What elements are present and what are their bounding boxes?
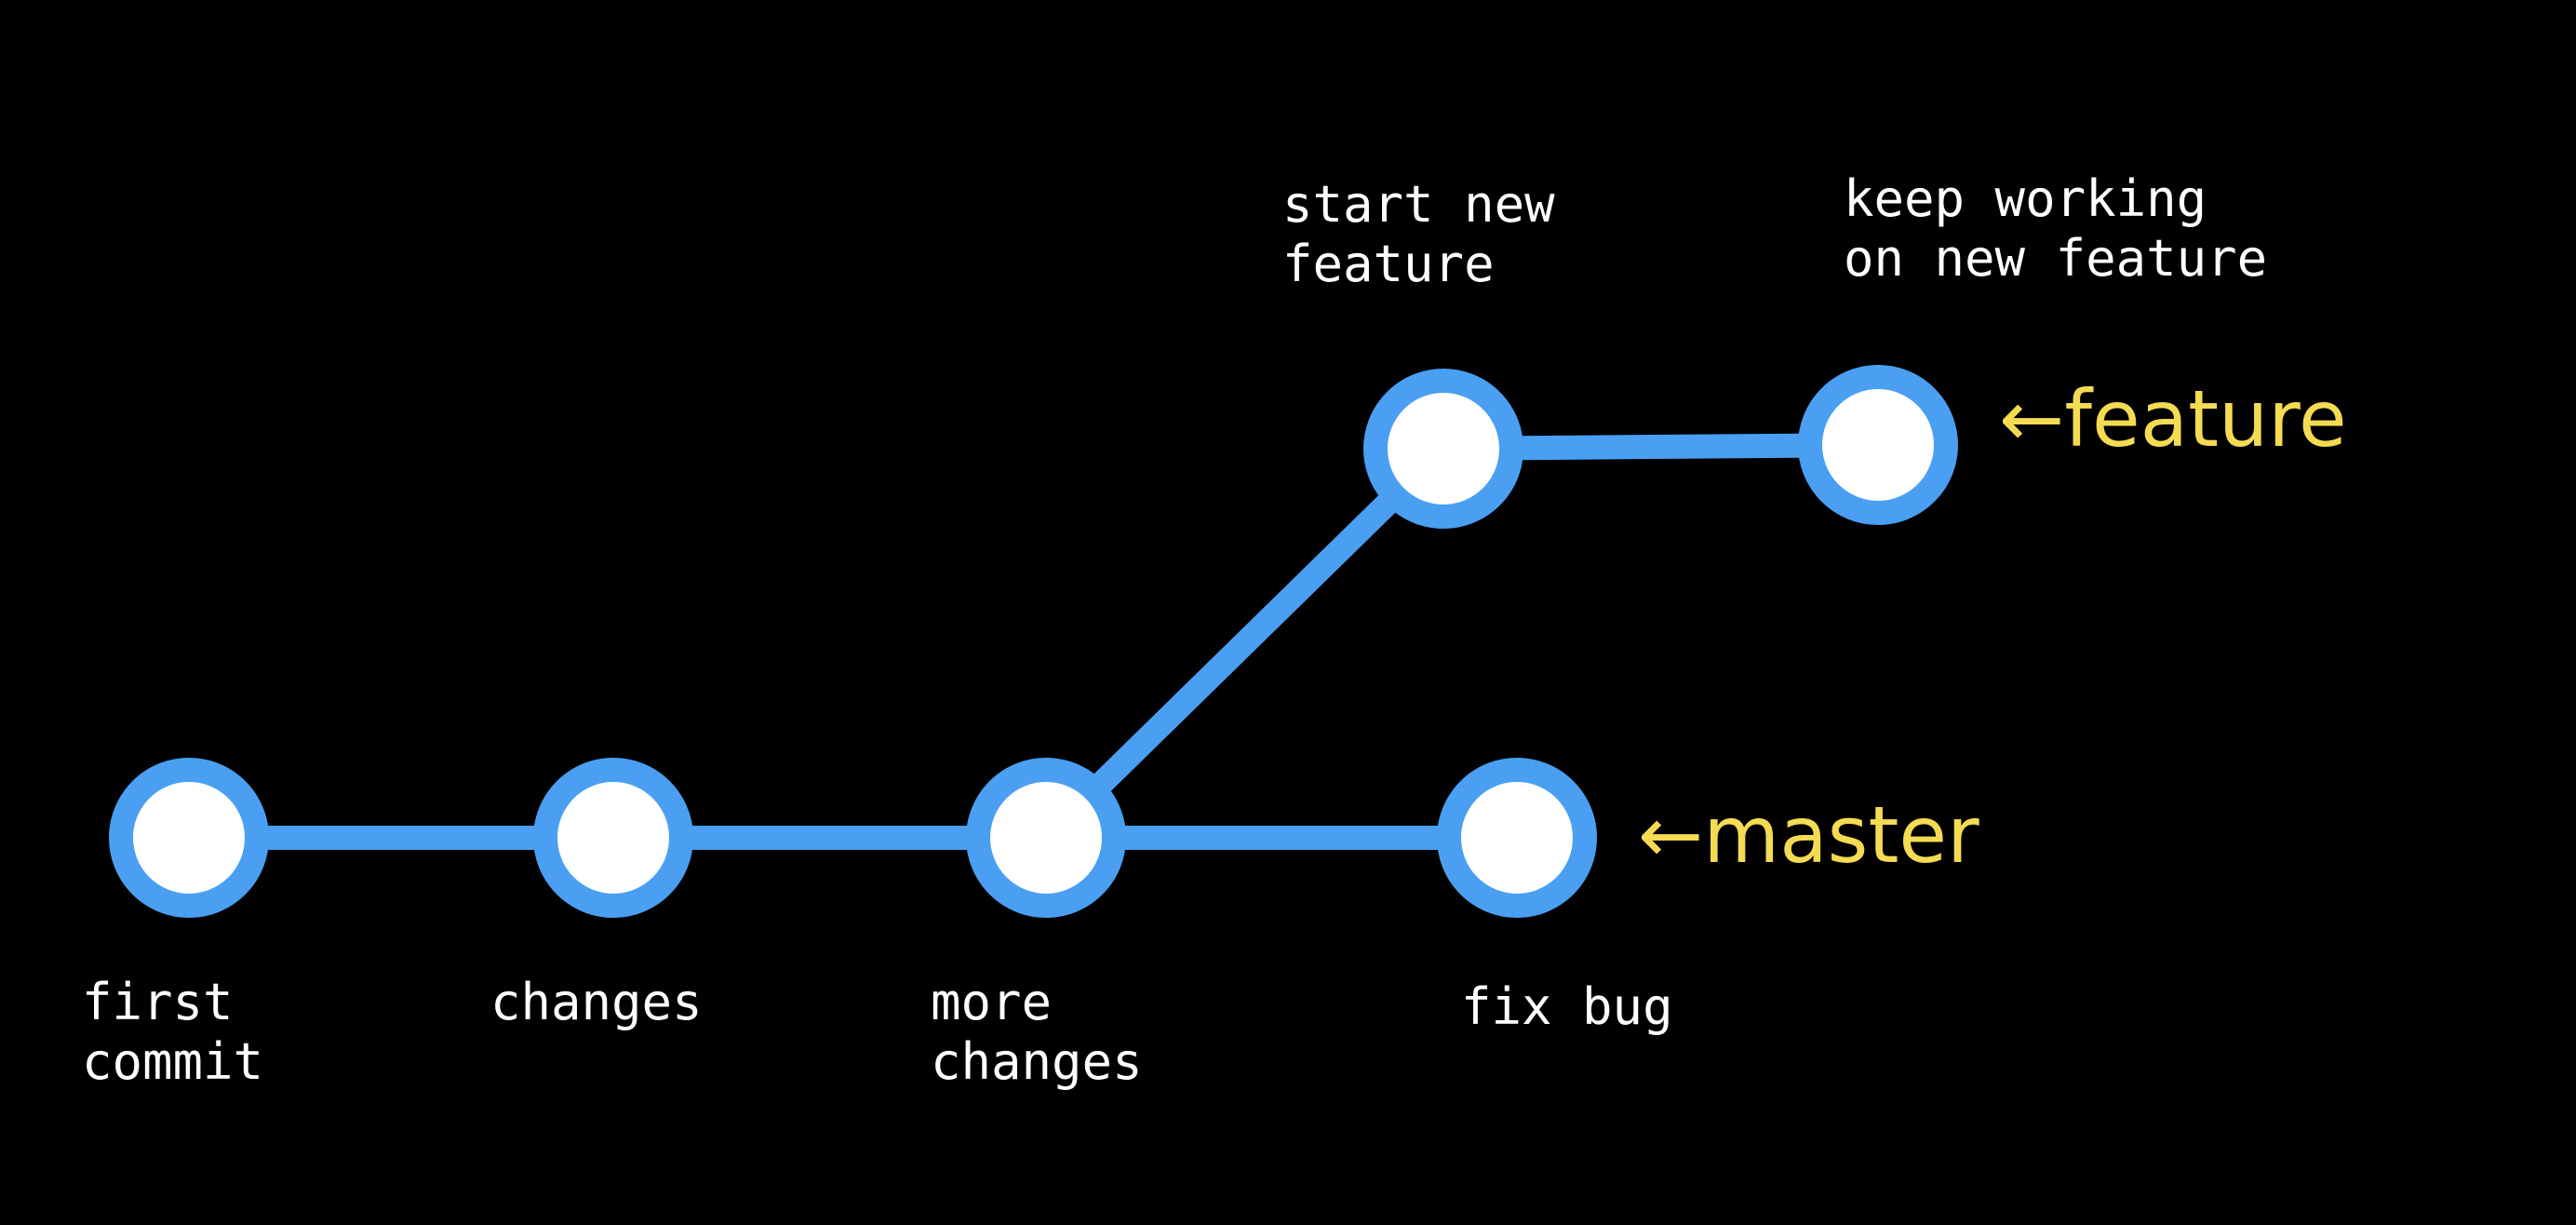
commit-node-group xyxy=(109,365,1958,918)
edge-more-to-start-feature xyxy=(1034,437,1456,850)
commit-node-start-new-feature[interactable] xyxy=(1363,369,1523,529)
commit-label-keep-working-on-new-feature: keep working on new feature xyxy=(1844,169,2268,288)
commit-label-first-commit: first commit xyxy=(82,973,264,1091)
commit-label-fix-bug: fix bug xyxy=(1461,977,1673,1036)
commit-node-fix-bug[interactable] xyxy=(1437,758,1597,918)
commit-node-changes[interactable] xyxy=(533,758,693,918)
branch-pointer-feature: ←feature xyxy=(1999,373,2347,464)
commit-label-start-new-feature: start new feature xyxy=(1282,175,1555,293)
commit-node-more-changes[interactable] xyxy=(966,758,1126,918)
commit-node-first-commit[interactable] xyxy=(109,758,269,918)
commit-label-changes: changes xyxy=(490,973,703,1031)
branch-pointer-master: ←master xyxy=(1638,789,1979,881)
commit-node-keep-working-on-new-feature[interactable] xyxy=(1798,365,1958,525)
commit-label-more-changes: more changes xyxy=(931,973,1143,1091)
